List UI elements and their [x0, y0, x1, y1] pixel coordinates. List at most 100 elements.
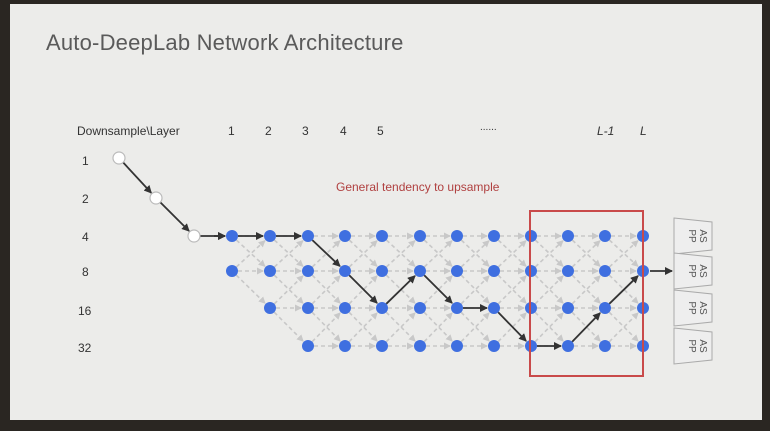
layer-label-4: 4 [340, 124, 347, 138]
cell-node [302, 265, 314, 277]
cell-node [376, 230, 388, 242]
aspp-label: ASPP [686, 264, 708, 278]
candidate-edge [534, 275, 564, 305]
downsample-label-4: 4 [82, 230, 89, 244]
cell-node [226, 230, 238, 242]
cell-node [339, 265, 351, 277]
candidate-edge [273, 239, 304, 267]
cell-node [302, 340, 314, 352]
candidate-edge [534, 239, 564, 267]
candidate-edge [348, 240, 378, 268]
candidate-edge [273, 275, 304, 305]
candidate-edge [423, 239, 453, 267]
stem-node [149, 191, 163, 205]
candidate-edge [273, 274, 304, 304]
cell-node [451, 230, 463, 242]
cell-node [599, 265, 611, 277]
cell-node [562, 302, 574, 314]
candidate-edge [235, 240, 266, 268]
selected-edge [122, 161, 152, 194]
candidate-edge [311, 275, 341, 305]
cell-node [264, 230, 276, 242]
candidate-edge [311, 274, 341, 304]
cell-node [414, 230, 426, 242]
cell-node [599, 230, 611, 242]
selected-path [122, 161, 673, 350]
candidate-edge [534, 240, 564, 268]
cell-node [264, 302, 276, 314]
aspp-label: ASPP [686, 301, 708, 315]
layer-label-1: 1 [228, 124, 235, 138]
cell-node [562, 230, 574, 242]
aspp-module: ASPP [673, 252, 713, 290]
candidate-edge [460, 312, 490, 343]
layer-label-l-minus-1: L-1 [597, 124, 615, 138]
candidate-edge [423, 312, 453, 343]
candidate-edge [311, 240, 341, 268]
layer-label-3: 3 [302, 124, 309, 138]
candidate-edge [273, 240, 304, 268]
cell-node [451, 340, 463, 352]
candidate-edge [460, 274, 490, 304]
stem-node [187, 229, 201, 243]
candidate-edge [311, 312, 341, 343]
candidate-edge [608, 239, 639, 267]
candidate-edge [571, 274, 601, 304]
upsample-annotation: General tendency to upsample [336, 180, 500, 194]
cell-node [302, 230, 314, 242]
cell-node [562, 340, 574, 352]
cell-node [376, 340, 388, 352]
cell-node [414, 340, 426, 352]
cell-node [302, 302, 314, 314]
cell-node [451, 265, 463, 277]
candidate-edge [571, 240, 601, 268]
cell-node [339, 302, 351, 314]
candidate-edge [460, 239, 490, 267]
aspp-module: ASPP [673, 217, 713, 255]
layer-label-ellipsis: ...... [480, 122, 497, 133]
cell-nodes [112, 151, 649, 352]
cell-node [414, 265, 426, 277]
candidate-edge [534, 311, 564, 342]
selected-edge [348, 274, 378, 304]
cell-node [339, 340, 351, 352]
candidate-edge [311, 311, 341, 342]
candidate-edge [497, 240, 527, 268]
slide-title: Auto-DeepLab Network Architecture [46, 30, 404, 55]
cell-node [264, 265, 276, 277]
cell-node [488, 265, 500, 277]
candidate-edge [571, 275, 601, 305]
candidate-edge [423, 311, 453, 342]
aspp-module: ASPP [673, 327, 713, 365]
downsample-label-32: 32 [78, 341, 92, 355]
selected-edge [423, 274, 453, 304]
cell-node [599, 302, 611, 314]
candidate-edge [423, 240, 453, 268]
cell-node [488, 302, 500, 314]
candidate-edge [497, 239, 527, 267]
layer-label-5: 5 [377, 124, 384, 138]
aspp-label: ASPP [686, 229, 708, 243]
cell-node [599, 340, 611, 352]
downsample-label-2: 2 [82, 192, 89, 206]
cell-node [376, 302, 388, 314]
candidate-edge [534, 274, 564, 304]
downsample-label-1: 1 [82, 154, 89, 168]
aspp-modules: ASPP ASPP ASPP ASPP [673, 217, 713, 365]
candidate-edge [273, 311, 304, 342]
downsample-layer-header: Downsample\Layer [77, 124, 180, 138]
selected-edge [608, 275, 639, 305]
selected-edge [571, 312, 601, 343]
cell-node [376, 265, 388, 277]
highlight-box [529, 210, 644, 377]
downsample-label-8: 8 [82, 265, 89, 279]
selected-edge [385, 275, 416, 305]
cell-node [414, 302, 426, 314]
candidate-edge [497, 274, 527, 304]
layer-label-l: L [640, 124, 647, 138]
cell-node [226, 265, 238, 277]
aspp-module: ASPP [673, 289, 713, 327]
candidate-edge [348, 312, 378, 343]
selected-edge [159, 201, 190, 232]
